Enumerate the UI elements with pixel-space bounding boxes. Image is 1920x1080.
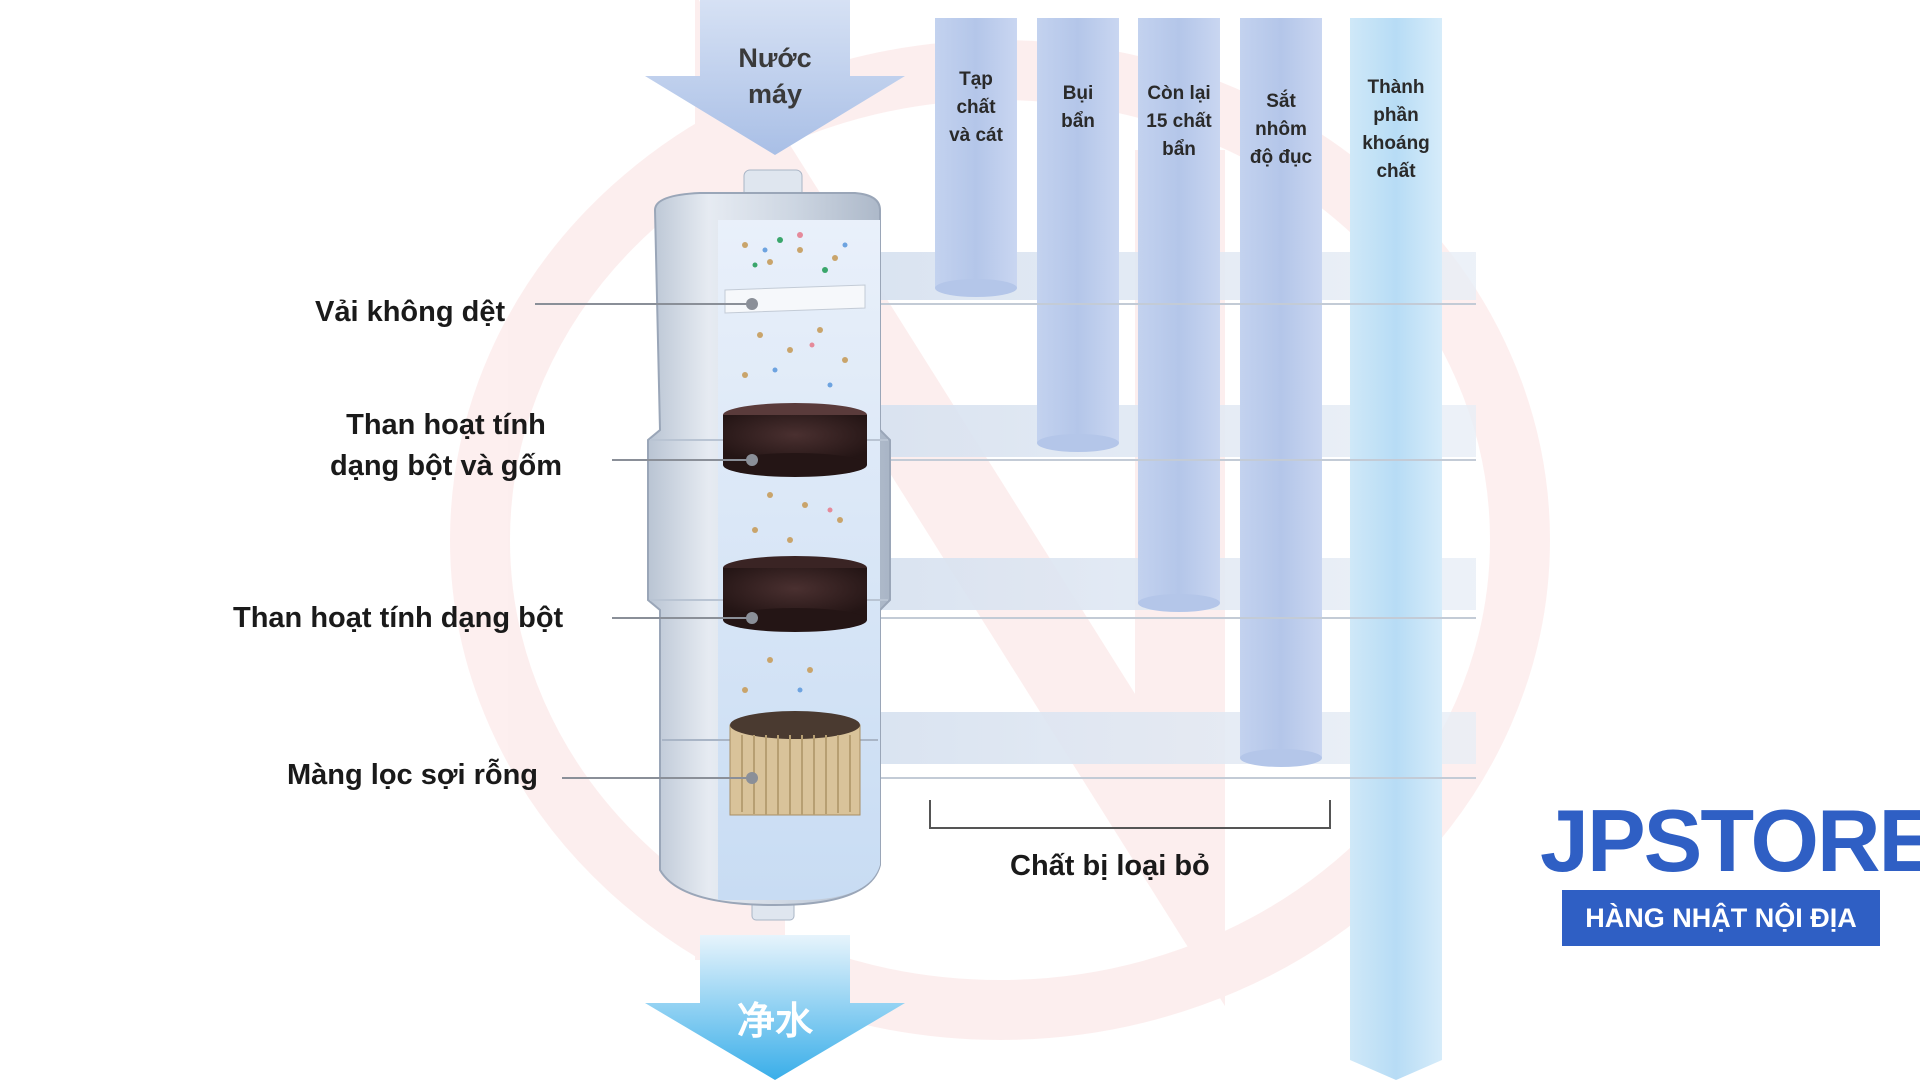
- filter-cartridge: [647, 169, 891, 921]
- input-arrow: [645, 0, 905, 155]
- mineral-column: [1350, 18, 1442, 1080]
- column-label-dust: Bụi bẩn: [1061, 83, 1095, 132]
- output-water-label: 净水: [736, 1001, 813, 1043]
- layer-label-carbon-ceramic: Than hoạt tính dạng bột và gốm: [330, 409, 562, 482]
- brand-logo: JPSTORE: [1540, 791, 1920, 890]
- output-arrow: [645, 935, 905, 1080]
- label-leaders: [535, 303, 752, 779]
- layer-label-hollow-fiber: Màng lọc sợi rỗng: [287, 759, 539, 791]
- input-water-label: Nước máy: [738, 43, 812, 109]
- removed-bracket: [929, 800, 1331, 829]
- layer-label-nonwoven: Vải không dệt: [315, 296, 506, 328]
- removed-substances-label: Chất bị loại bỏ: [1010, 850, 1210, 882]
- column-label-impurities: Tạp chất và cát: [949, 69, 1003, 146]
- column-label-minerals: Thành phần khoáng chất: [1362, 77, 1430, 182]
- layer-label-carbon-powder: Than hoạt tính dạng bột: [233, 602, 564, 634]
- column-label-remaining-15: Còn lại 15 chất bẩn: [1146, 83, 1212, 160]
- removal-columns: [935, 18, 1322, 767]
- brand-tagline: HÀNG NHẬT NỘI ĐỊA: [1562, 890, 1880, 946]
- column-label-iron-aluminum-turbidity: Sắt nhôm độ đục: [1249, 91, 1313, 168]
